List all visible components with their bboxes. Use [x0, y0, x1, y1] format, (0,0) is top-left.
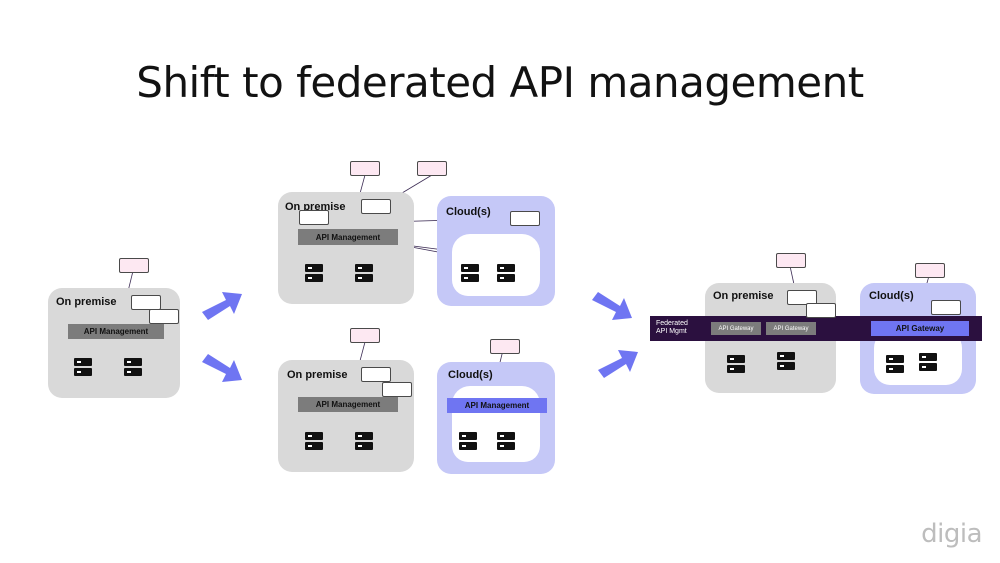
- stage3-server-2: [777, 352, 795, 372]
- stage2b-api-management: API Management: [298, 397, 398, 412]
- stage3-server-cloud-1: [886, 355, 904, 375]
- arrow-up-right-icon: [202, 292, 242, 320]
- stage1-client-internal-2: [149, 309, 179, 324]
- stage3-server-1: [727, 355, 745, 375]
- stage2b-client-cloud: [490, 339, 520, 354]
- digia-logo: digia: [921, 519, 982, 549]
- stage1-onprem-label: On premise: [56, 296, 117, 308]
- federated-label-line1: Federated: [656, 320, 688, 327]
- stage3-cloud-api-gateway: API Gateway: [871, 321, 969, 336]
- federated-label-line2: API Mgmt: [656, 328, 687, 335]
- stage3-onprem-label: On premise: [713, 290, 774, 302]
- stage2a-client-internal-1: [299, 210, 329, 225]
- stage2a-client-internal-2: [361, 199, 391, 214]
- stage2b-onprem-panel: [278, 360, 414, 472]
- stage3-client-internal-2: [806, 303, 836, 318]
- stage2b-cloud-api-management: API Management: [447, 398, 547, 413]
- stage2a-server-cloud-1: [461, 264, 479, 284]
- stage1-client-external: [119, 258, 149, 273]
- stage3-api-gateway-1: API Gateway: [711, 322, 761, 335]
- stage2b-client-internal-1: [361, 367, 391, 382]
- stage2a-client-cloud: [510, 211, 540, 226]
- stage3-server-cloud-2: [919, 353, 937, 373]
- stage3-client-cloud-internal: [931, 300, 961, 315]
- arrow-up-right-icon-2: [598, 350, 638, 378]
- stage2b-server-2: [355, 432, 373, 452]
- stage2a-client-external-1: [350, 161, 380, 176]
- stage3-client-cloud-external: [915, 263, 945, 278]
- stage2b-client-external: [350, 328, 380, 343]
- stage1-server-2: [124, 358, 142, 378]
- stage2b-onprem-label: On premise: [287, 369, 348, 381]
- arrow-down-right-icon-2: [592, 292, 632, 320]
- stage2b-server-cloud-1: [459, 432, 477, 452]
- stage2b-server-1: [305, 432, 323, 452]
- stage2a-api-management: API Management: [298, 229, 398, 245]
- slide-title: Shift to federated API management: [136, 58, 864, 107]
- stage1-server-1: [74, 358, 92, 378]
- stage2b-server-cloud-2: [497, 432, 515, 452]
- stage2a-server-cloud-2: [497, 264, 515, 284]
- stage3-cloud-label: Cloud(s): [869, 290, 914, 302]
- stage1-api-management: API Management: [68, 324, 164, 339]
- stage3-client-internal-1: [787, 290, 817, 305]
- stage2a-server-2: [355, 264, 373, 284]
- stage2a-server-1: [305, 264, 323, 284]
- stage2a-client-external-2: [417, 161, 447, 176]
- stage2a-cloud-label: Cloud(s): [446, 206, 491, 218]
- arrow-down-right-icon: [202, 354, 242, 382]
- stage3-api-gateway-2: API Gateway: [766, 322, 816, 335]
- federated-label: Federated API Mgmt: [656, 320, 688, 336]
- stage3-client-external: [776, 253, 806, 268]
- stage1-client-internal-1: [131, 295, 161, 310]
- stage2b-client-internal-2: [382, 382, 412, 397]
- stage2b-cloud-label: Cloud(s): [448, 369, 493, 381]
